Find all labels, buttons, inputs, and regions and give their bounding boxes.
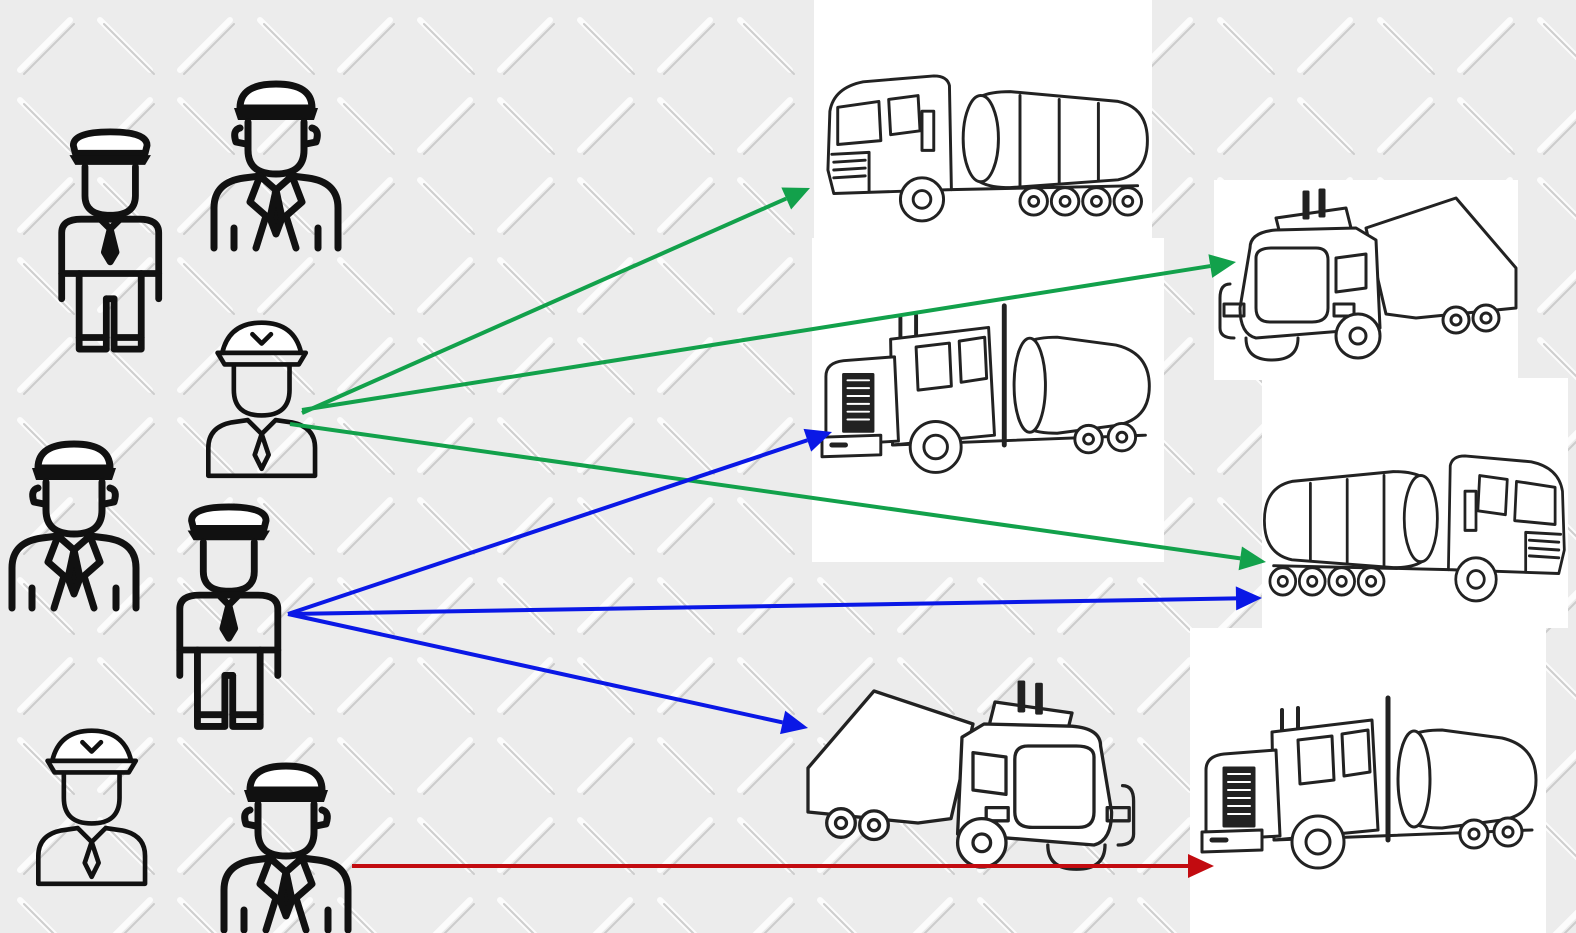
drivers [12, 84, 348, 930]
assignment-arrow-driver-3-truck-1 [302, 199, 786, 413]
assignment-arrow-driver-5-truck-4 [288, 598, 1236, 614]
arrowhead-driver-3-truck-4 [1239, 546, 1266, 570]
assignment-arrow-driver-5-truck-5 [288, 614, 783, 722]
arrowhead-driver-5-truck-4 [1236, 586, 1262, 610]
driver-3-icon [208, 323, 315, 476]
assignment-arrow-driver-5-truck-3 [288, 440, 807, 614]
driver-5-icon [180, 507, 278, 727]
truck-5-icon [808, 682, 1134, 869]
arrowhead-driver-5-truck-5 [780, 711, 808, 734]
driver-1-icon [62, 132, 159, 349]
driver-2-icon [214, 84, 338, 248]
driver-6-icon [38, 731, 145, 884]
driver-7-icon [224, 766, 348, 930]
driver-4-icon [12, 444, 136, 608]
